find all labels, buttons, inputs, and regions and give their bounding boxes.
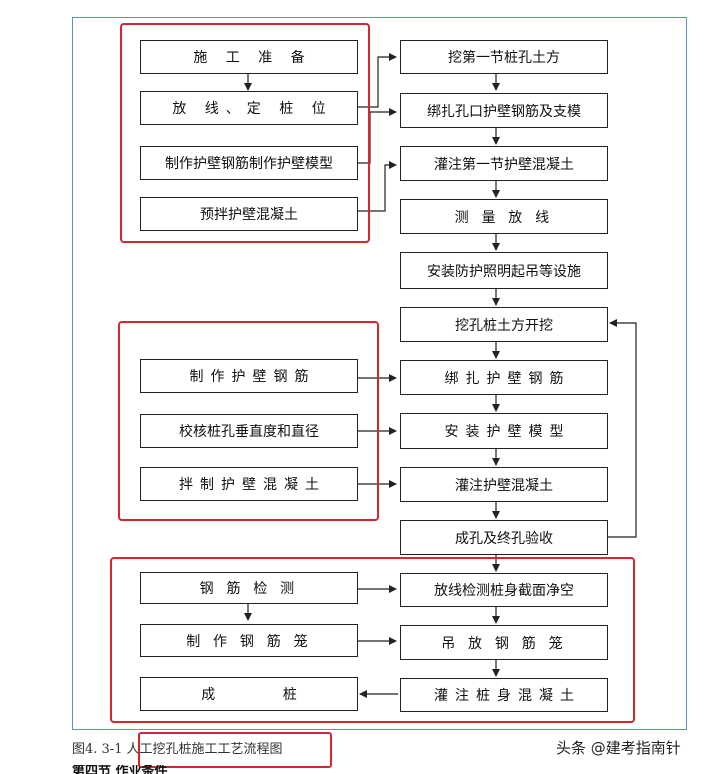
step-l1: 施 工 准 备 <box>140 40 358 74</box>
step-l8: 钢 筋 检 测 <box>140 572 358 604</box>
arrow-loop-r10-r6 <box>608 319 637 538</box>
highlight-box-prep <box>120 23 370 243</box>
step-l3: 制作护壁钢筋制作护壁模型 <box>140 146 358 180</box>
step-r12: 吊 放 钢 筋 笼 <box>400 625 608 660</box>
arrow-l4-r3 <box>358 161 397 212</box>
step-r6: 挖孔桩土方开挖 <box>400 307 608 342</box>
step-r11: 放线检测桩身截面净空 <box>400 573 608 607</box>
step-l10: 成 桩 <box>140 677 358 711</box>
caption-prefix: 图4. 3-1 <box>72 742 123 757</box>
step-r13: 灌注桩身混凝土 <box>400 678 608 712</box>
step-r4: 测 量 放 线 <box>400 199 608 234</box>
arrow-l3-r2 <box>358 108 397 164</box>
next-section-heading: 第四节 作业条件 <box>72 765 168 774</box>
highlight-box-caption <box>138 732 332 768</box>
step-l2: 放 线、定 桩 位 <box>140 91 358 125</box>
step-r7: 绑扎护壁钢筋 <box>400 360 608 395</box>
step-l9: 制 作 钢 筋 笼 <box>140 624 358 657</box>
highlight-box-cage <box>110 557 635 723</box>
highlight-box-wall <box>118 321 379 521</box>
step-l4: 预拌护壁混凝土 <box>140 197 358 231</box>
step-l5: 制作护壁钢筋 <box>140 359 358 393</box>
watermark: 头条 @建考指南针 <box>556 739 681 757</box>
step-r10: 成孔及终孔验收 <box>400 520 608 555</box>
step-r3: 灌注第一节护壁混凝土 <box>400 146 608 181</box>
step-l6: 校核桩孔垂直度和直径 <box>140 414 358 448</box>
step-r2: 绑扎孔口护壁钢筋及支模 <box>400 93 608 128</box>
diagram-frame <box>72 17 687 730</box>
step-r9: 灌注护壁混凝土 <box>400 467 608 502</box>
step-r5: 安装防护照明起吊等设施 <box>400 252 608 289</box>
step-r8: 安装护壁模型 <box>400 413 608 449</box>
step-r1: 挖第一节桩孔土方 <box>400 40 608 74</box>
caption-title: 人工挖孔桩施工工艺流程图 <box>126 742 283 757</box>
step-l7: 拌制护壁混凝土 <box>140 467 358 501</box>
